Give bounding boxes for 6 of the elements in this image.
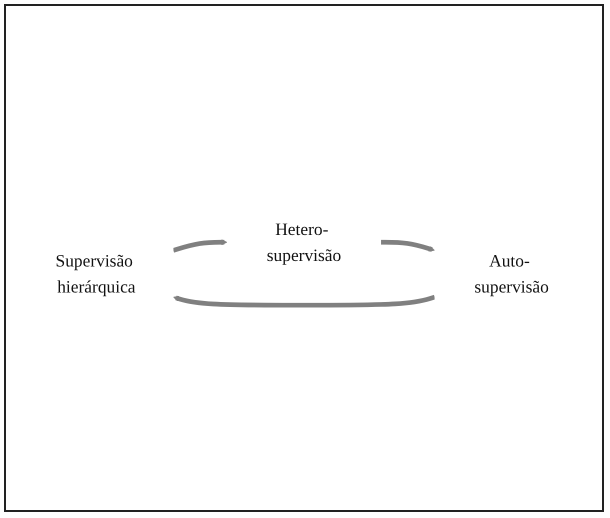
arrow: [172, 239, 228, 253]
node-text: Auto- supervisão: [474, 250, 549, 297]
arrow: [173, 294, 436, 308]
node-text: Hetero- supervisão: [266, 219, 342, 266]
arrow: [381, 240, 435, 252]
node-text: Supervisão hierárquica: [56, 250, 136, 297]
